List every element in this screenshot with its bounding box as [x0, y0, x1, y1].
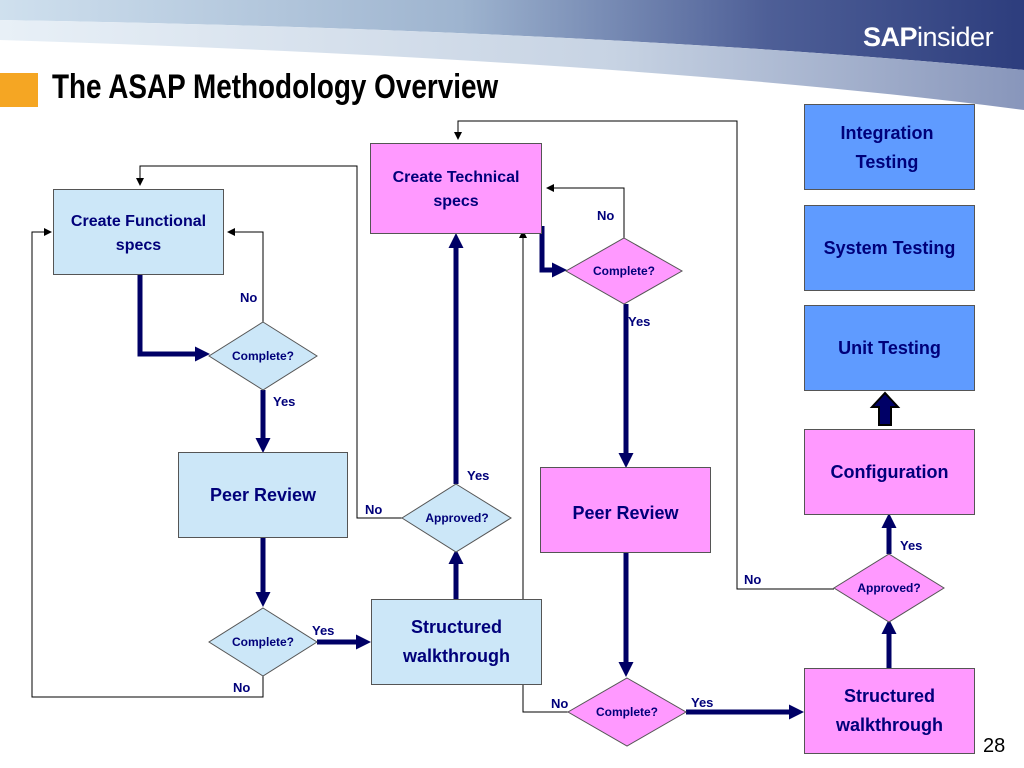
decision-approved-1-text: Approved? [425, 511, 489, 525]
page-title: The ASAP Methodology Overview [52, 68, 499, 106]
label-yes-5: Yes [691, 695, 714, 710]
unit-testing-label: Unit Testing [838, 337, 941, 358]
label-no-6: No [744, 572, 762, 587]
peer-review-label-2: Peer Review [572, 503, 679, 523]
integration-testing-box: Integration Testing [804, 104, 975, 190]
label-no-5: No [551, 696, 569, 711]
label-yes-1: Yes [273, 394, 296, 409]
diamond-complete-3 [564, 237, 684, 305]
configuration-box: Configuration [804, 429, 975, 515]
structured-walkthrough-box-2: Structured walkthrough [804, 668, 975, 754]
diamond-complete-4 [566, 677, 688, 747]
configuration-label: Configuration [830, 461, 949, 482]
peer-review-box-2: Peer Review [540, 467, 711, 553]
page-number: 28 [983, 735, 1006, 757]
create-functional-specs-label: Create Functional specs [70, 213, 207, 254]
diamond-complete-1 [208, 321, 318, 391]
unit-testing-box: Unit Testing [804, 305, 975, 391]
decision-complete-3-text: Complete? [592, 264, 656, 278]
loop-back-lines [31, 120, 834, 713]
label-yes-6: Yes [900, 538, 923, 553]
decision-complete-2-text: Complete? [231, 635, 295, 649]
diamond-complete-2 [208, 607, 318, 677]
logo-bold-text: SAP [863, 22, 918, 52]
logo-regular-text: insider [917, 22, 994, 52]
peer-review-box-1: Peer Review [178, 452, 348, 538]
label-no-4: No [597, 208, 615, 223]
main-flow-arrows [137, 226, 897, 720]
loop-complete-no-to-functional [227, 228, 264, 322]
label-yes-3: Yes [467, 468, 490, 483]
system-testing-box: System Testing [804, 205, 975, 291]
peer-review-label-1: Peer Review [209, 484, 317, 505]
decision-complete-4-text: Complete? [595, 705, 659, 719]
create-technical-specs-box: Create Technical specs [370, 143, 542, 234]
integration-testing-label: Integration Testing [840, 123, 934, 172]
structured-walkthrough-box-1: Structured walkthrough [371, 599, 542, 685]
diamond-approved-1 [401, 483, 512, 553]
decision-approved-2-text: Approved? [857, 581, 921, 595]
label-yes-4: Yes [628, 314, 651, 329]
label-yes-2: Yes [312, 623, 335, 638]
system-testing-label: System Testing [823, 237, 956, 258]
arrow-technical-to-complete [539, 226, 567, 278]
decision-complete-1-text: Complete? [231, 349, 295, 363]
create-functional-specs-box: Create Functional specs [53, 189, 224, 275]
loop-complete-no-to-technical [546, 184, 625, 238]
label-no-1: No [240, 290, 258, 305]
loop-complete-no-to-functional-left [31, 228, 264, 698]
create-technical-specs-label: Create Technical specs [392, 169, 520, 210]
title-accent-square [0, 73, 38, 107]
decision-diamonds [208, 237, 945, 747]
label-no-3: No [365, 502, 383, 517]
loop-approved-no-to-functional [136, 165, 402, 519]
structured-walkthrough-label-2: Structured walkthrough [836, 686, 943, 735]
loop-approved-no-to-technical [454, 120, 834, 590]
sapinsider-logo: SAPinsider [863, 22, 994, 53]
structured-walkthrough-label-1: Structured walkthrough [403, 617, 510, 666]
label-no-2: No [233, 680, 251, 695]
header-band [0, 0, 1024, 110]
loop-complete-no-to-technical-mid [519, 230, 568, 713]
diamond-approved-2 [833, 553, 945, 623]
arrow-functional-to-complete [137, 275, 210, 362]
up-arrow-icon [869, 391, 901, 426]
